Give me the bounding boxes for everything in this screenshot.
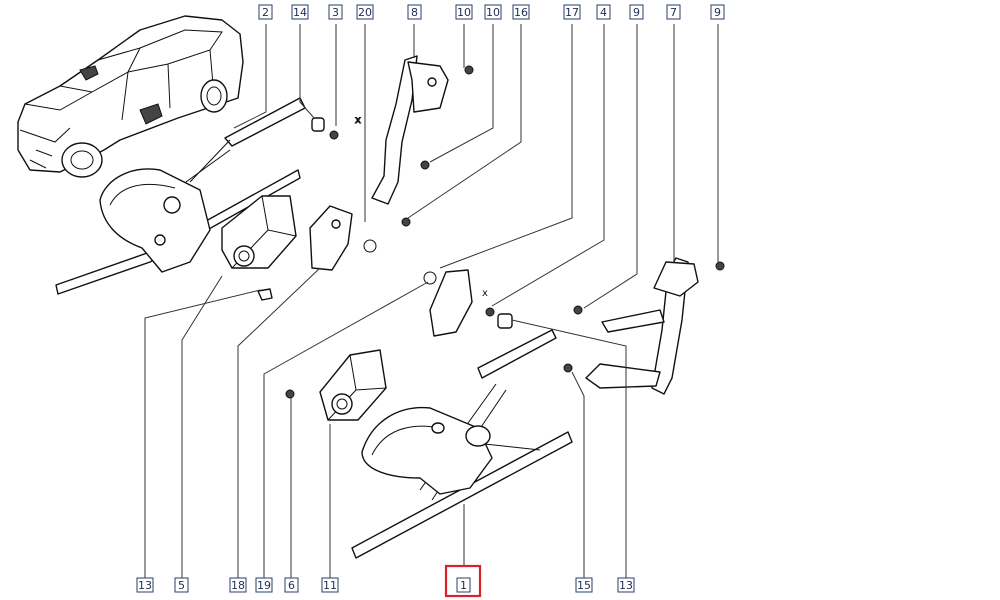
svg-text:3: 3 xyxy=(332,6,339,19)
svg-text:10: 10 xyxy=(457,6,471,19)
callout-bottom-19[interactable]: 19 xyxy=(255,577,273,593)
callout-bottom-1[interactable]: 1 xyxy=(456,577,471,593)
callout-top-4[interactable]: 4 xyxy=(596,4,611,20)
svg-text:15: 15 xyxy=(577,579,591,592)
svg-text:16: 16 xyxy=(514,6,528,19)
glass-channel-right xyxy=(563,257,725,395)
callout-top-20[interactable]: 20 xyxy=(356,4,374,20)
callout-top-10a[interactable]: 10 xyxy=(455,4,473,20)
leader-lines xyxy=(144,24,719,578)
upper-regulator-assembly xyxy=(55,97,339,301)
callout-bottom-5[interactable]: 5 xyxy=(174,577,189,593)
svg-text:1: 1 xyxy=(460,579,467,592)
vehicle-illustration xyxy=(17,15,244,178)
svg-text:9: 9 xyxy=(714,6,721,19)
callout-top-10b[interactable]: 10 xyxy=(484,4,502,20)
callout-bottom-18[interactable]: 18 xyxy=(229,577,247,593)
axis-mark: x xyxy=(355,115,361,126)
callout-bottom-11[interactable]: 11 xyxy=(321,577,339,593)
callout-top-9b[interactable]: 9 xyxy=(710,4,725,20)
svg-text:10: 10 xyxy=(486,6,500,19)
axis-mark: x xyxy=(482,288,488,299)
callout-top-16[interactable]: 16 xyxy=(512,4,530,20)
callout-top-8[interactable]: 8 xyxy=(407,4,422,20)
svg-text:14: 14 xyxy=(293,6,307,19)
svg-text:9: 9 xyxy=(633,6,640,19)
selected-part-highlight xyxy=(444,564,482,598)
svg-text:4: 4 xyxy=(600,6,607,19)
svg-text:20: 20 xyxy=(358,6,372,19)
svg-text:17: 17 xyxy=(565,6,579,19)
callout-top-2[interactable]: 2 xyxy=(258,4,273,20)
svg-text:5: 5 xyxy=(178,579,185,592)
callout-bottom-13b[interactable]: 13 xyxy=(617,577,635,593)
svg-text:8: 8 xyxy=(411,6,418,19)
callout-bottom-13a[interactable]: 13 xyxy=(136,577,154,593)
callout-top-3[interactable]: 3 xyxy=(328,4,343,20)
svg-text:18: 18 xyxy=(231,579,245,592)
callout-top-17[interactable]: 17 xyxy=(563,4,581,20)
svg-text:13: 13 xyxy=(138,579,152,592)
lower-regulator-assembly xyxy=(285,269,573,559)
svg-text:13: 13 xyxy=(619,579,633,592)
callout-top-9a[interactable]: 9 xyxy=(629,4,644,20)
glass-channel-upper xyxy=(309,55,474,271)
callout-bottom-15[interactable]: 15 xyxy=(575,577,593,593)
svg-text:11: 11 xyxy=(323,579,337,592)
callout-top-7[interactable]: 7 xyxy=(666,4,681,20)
callout-bottom-6[interactable]: 6 xyxy=(284,577,299,593)
svg-text:19: 19 xyxy=(257,579,271,592)
svg-text:6: 6 xyxy=(288,579,295,592)
svg-text:2: 2 xyxy=(262,6,269,19)
svg-text:7: 7 xyxy=(670,6,677,19)
callout-top-14[interactable]: 14 xyxy=(291,4,309,20)
